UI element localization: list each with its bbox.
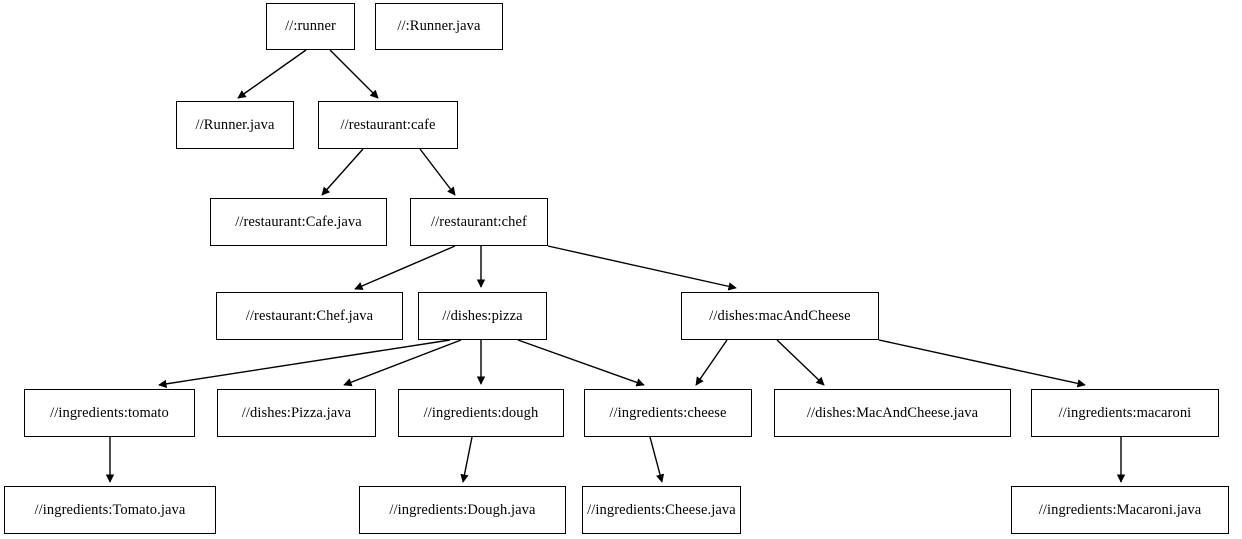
graph-node-ing_dough_java[interactable]: //ingredients:Dough.java [359,486,566,534]
graph-edge [695,339,728,386]
graph-node-label: //dishes:MacAndCheese.java [806,404,979,421]
graph-node-ing_tomato_java[interactable]: //ingredients:Tomato.java [4,486,216,534]
graph-edge [237,49,307,99]
graph-node-label: //ingredients:Tomato.java [34,501,186,518]
graph-node-label: //Runner.java [195,116,275,133]
graph-edge [649,436,665,483]
graph-node-label: //ingredients:Dough.java [389,501,536,518]
graph-node-restaurant_cafe[interactable]: //restaurant:cafe [318,101,458,149]
graph-node-ing_cheese[interactable]: //ingredients:cheese [584,389,752,437]
graph-node-runner[interactable]: //:runner [266,3,355,50]
graph-edge [517,339,645,387]
graph-node-label: //dishes:pizza [442,307,523,324]
graph-edge [329,49,379,99]
graph-node-label: //ingredients:macaroni [1058,404,1192,421]
graph-node-label: //ingredients:dough [423,404,539,421]
graph-node-label: //ingredients:Cheese.java [587,501,736,518]
graph-node-runner_java_root[interactable]: //:Runner.java [375,3,503,50]
graph-node-restaurant_cafe_java[interactable]: //restaurant:Cafe.java [210,198,387,246]
graph-node-ing_macaroni[interactable]: //ingredients:macaroni [1031,389,1219,437]
graph-node-label: //:runner [285,18,336,35]
graph-node-label: //ingredients:Macaroni.java [1038,501,1202,518]
graph-node-label: //dishes:Pizza.java [241,404,352,421]
graph-edge [343,339,462,387]
graph-node-label: //:Runner.java [397,18,481,35]
graph-node-dishes_pizza_java[interactable]: //dishes:Pizza.java [217,389,376,437]
graph-edge [878,339,1086,388]
graph-node-label: //ingredients:cheese [609,404,727,421]
graph-edge [460,436,473,483]
graph-node-label: //restaurant:chef [431,213,527,230]
graph-node-label: //dishes:macAndCheese [709,307,851,324]
graph-edge [419,148,456,196]
graph-edge [776,339,825,386]
graph-node-runner_java[interactable]: //Runner.java [176,101,294,149]
graph-edge [158,339,451,388]
graph-node-label: //ingredients:tomato [50,404,169,421]
graph-node-label: //restaurant:Cafe.java [235,213,362,230]
graph-node-ing_dough[interactable]: //ingredients:dough [398,389,564,437]
graph-edge [321,148,364,196]
graph-node-restaurant_chef_java[interactable]: //restaurant:Chef.java [216,292,403,340]
graph-node-dishes_mac_java[interactable]: //dishes:MacAndCheese.java [774,389,1011,437]
graph-node-dishes_macandcheese[interactable]: //dishes:macAndCheese [681,292,879,340]
graph-node-label: //restaurant:cafe [340,116,436,133]
graph-node-ing_tomato[interactable]: //ingredients:tomato [24,389,195,437]
graph-edge [354,245,456,290]
graph-node-restaurant_chef[interactable]: //restaurant:chef [410,198,548,246]
graph-edge [547,245,737,291]
graph-node-label: //restaurant:Chef.java [245,307,374,324]
graph-node-ing_cheese_java[interactable]: //ingredients:Cheese.java [582,486,741,534]
graph-node-ing_macaroni_java[interactable]: //ingredients:Macaroni.java [1011,486,1229,534]
graph-node-dishes_pizza[interactable]: //dishes:pizza [418,292,547,340]
